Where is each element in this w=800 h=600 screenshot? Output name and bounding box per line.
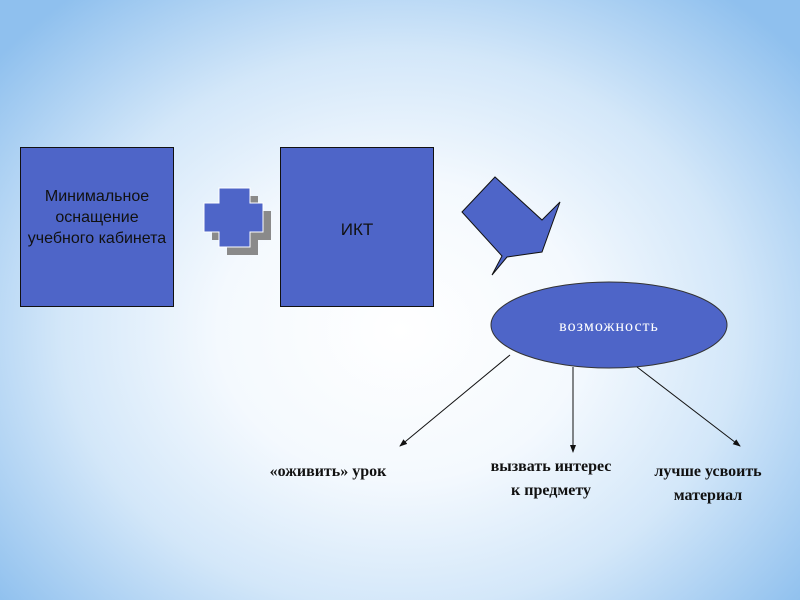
outcome-2: вызвать интерес к предмету [490,458,612,499]
plus-icon [203,187,271,255]
ict-label: ИКТ [340,220,374,239]
equipment-label: Минимальное оснащение учебного кабинета [27,187,167,247]
opportunity-ellipse [490,281,728,369]
arrow-line-1 [399,354,511,447]
arrow-line-3 [636,366,741,447]
ict-box: ИКТ [280,147,434,307]
outcome-1: «оживить» урок [269,463,387,480]
arrow-down-right-icon [461,176,561,276]
opportunity-label: возможность [559,318,659,335]
outcome-3: лучше усвоить материал [654,463,762,504]
equipment-box: Минимальное оснащение учебного кабинета [20,147,174,307]
